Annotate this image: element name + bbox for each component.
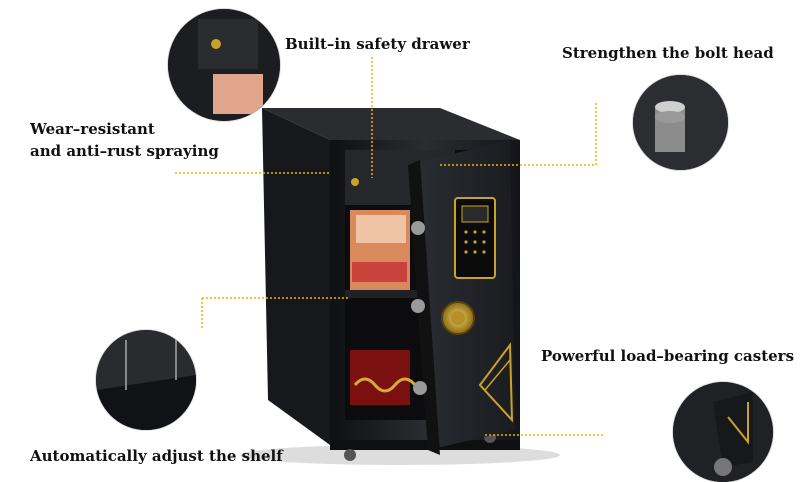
caster-detail-photo	[673, 382, 773, 482]
callout-drawer: Built–in safety drawer	[285, 35, 470, 53]
callout-casters: Powerful load–bearing casters	[541, 347, 795, 365]
callout-bolt: Strengthen the bolt head	[562, 44, 774, 62]
callout-shelf: Automatically adjust the shelf	[30, 447, 283, 465]
drawer-detail-photo	[168, 9, 280, 121]
shelf-detail-photo	[96, 330, 196, 430]
callout-spray-line1: Wear–resistant	[30, 120, 155, 138]
callout-spray-line2: and anti–rust spraying	[30, 142, 219, 160]
bolt-detail-photo	[633, 75, 728, 170]
